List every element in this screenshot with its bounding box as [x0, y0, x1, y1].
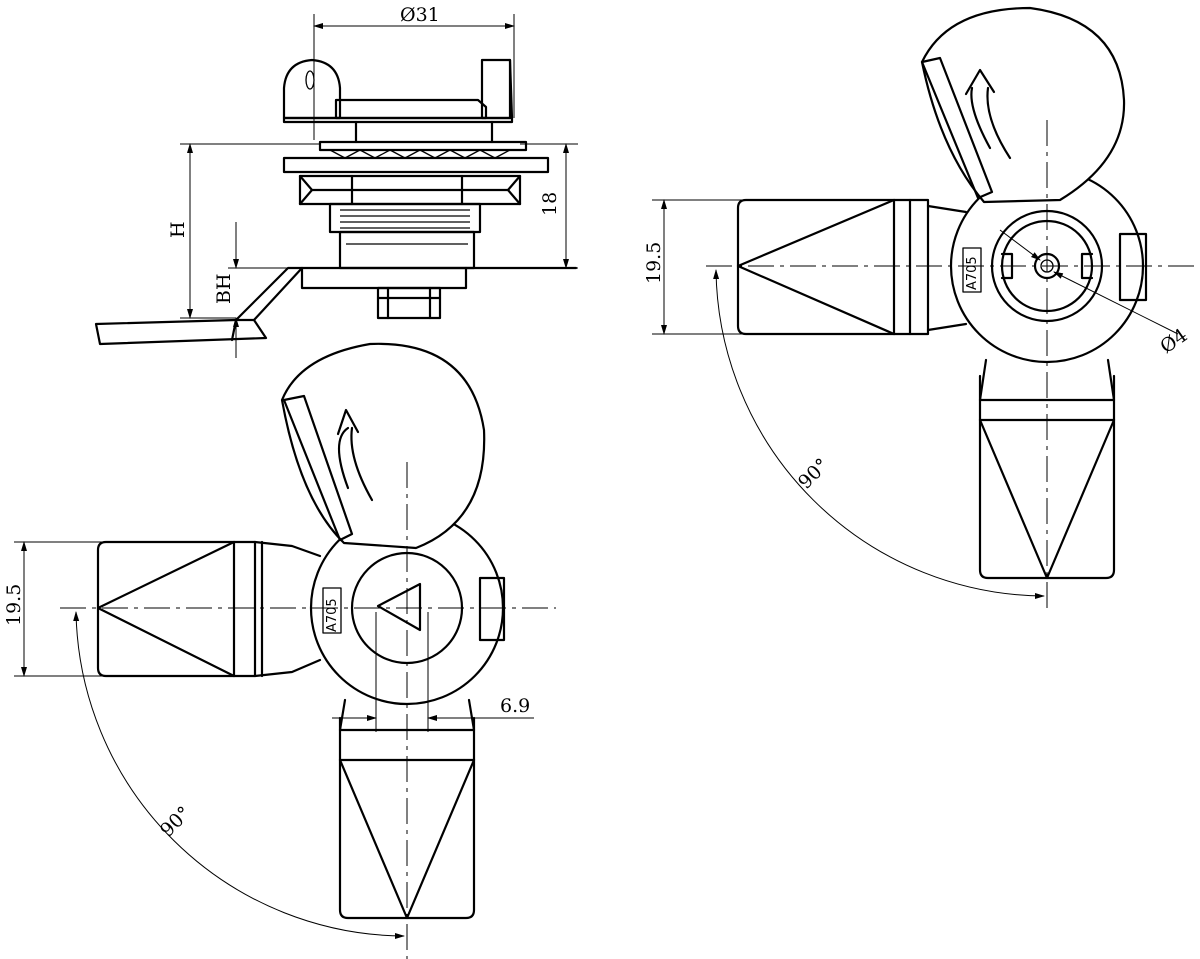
- width-label-right: 19.5: [643, 242, 665, 284]
- lever-horizontal-right: [736, 198, 968, 336]
- lever-horizontal-left: [96, 540, 322, 678]
- side-view: Ø31 18 H BH: [94, 4, 578, 358]
- rotate-arrow-icon: [338, 426, 350, 490]
- front-view-triangle: A705 19.5 6.9 90°: [3, 342, 556, 959]
- slot-label: 6.9: [500, 695, 530, 717]
- part-marking-right: A705: [965, 256, 980, 290]
- height-label: 18: [539, 192, 561, 216]
- h-label: H: [167, 221, 189, 238]
- lock-body-side: [282, 116, 550, 270]
- rotate-arrow-icon-right: [970, 86, 992, 150]
- diameter-dimension: Ø31: [313, 4, 515, 140]
- dust-cover-left: [280, 342, 486, 550]
- angle-label-left: 90°: [156, 802, 195, 841]
- diameter-label: Ø31: [400, 4, 440, 26]
- bh-label: BH: [213, 273, 235, 304]
- cam-lever-side: [94, 266, 578, 346]
- thumb-wing: [282, 58, 514, 120]
- bottom-nut: [376, 286, 442, 320]
- hole-label: Ø4: [1156, 324, 1191, 358]
- angle-label-right: 90°: [794, 454, 833, 493]
- h-dimension: H: [167, 143, 320, 319]
- part-marking-left: A705: [325, 598, 340, 632]
- front-view-slotted: A705 19.5 Ø4 90°: [643, 6, 1196, 612]
- width-label-left: 19.5: [3, 584, 25, 626]
- height-18-dimension: 18: [480, 143, 578, 269]
- width-dimension-left: 19.5: [3, 541, 110, 677]
- dust-cover-right: [920, 6, 1126, 204]
- width-dimension-right: 19.5: [643, 199, 750, 335]
- bh-dimension: BH: [213, 222, 300, 358]
